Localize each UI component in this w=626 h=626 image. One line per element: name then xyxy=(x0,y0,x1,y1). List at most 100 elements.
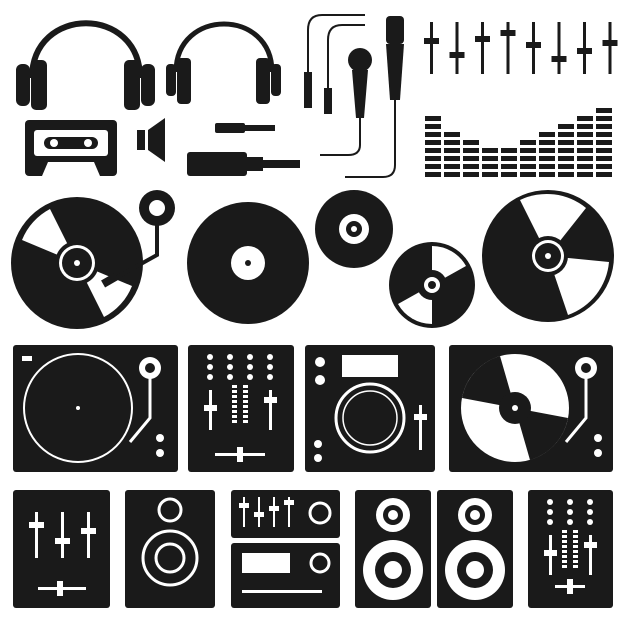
shape xyxy=(520,172,536,177)
shape xyxy=(425,164,441,169)
microphone-icon xyxy=(386,16,404,100)
shape xyxy=(547,519,553,525)
shape xyxy=(232,400,237,403)
shape xyxy=(425,140,441,145)
shape xyxy=(243,420,248,423)
shape xyxy=(444,148,460,153)
dj-mixer-icon xyxy=(188,345,294,472)
shape xyxy=(506,22,510,74)
shape xyxy=(264,397,277,403)
shape xyxy=(269,390,272,430)
shape xyxy=(584,542,597,548)
audio-cable-icon xyxy=(304,14,396,178)
cd-icon xyxy=(389,242,475,328)
equalizer-sliders-icon xyxy=(424,22,618,74)
shape xyxy=(562,560,567,563)
shape xyxy=(243,400,248,403)
shape xyxy=(207,354,213,360)
shape xyxy=(247,354,253,360)
shape xyxy=(444,140,460,145)
headphones-icon xyxy=(16,20,155,110)
shape xyxy=(501,172,517,177)
shape xyxy=(577,148,593,153)
shape xyxy=(573,540,578,543)
shape xyxy=(482,156,498,161)
shape xyxy=(577,164,593,169)
shape xyxy=(558,124,574,129)
shape xyxy=(577,124,593,129)
shape xyxy=(573,555,578,558)
shape xyxy=(243,415,248,418)
dj-controller-icon xyxy=(305,345,435,472)
shape xyxy=(232,405,237,408)
shape xyxy=(596,132,612,137)
shape xyxy=(425,116,441,121)
turntable-icon xyxy=(449,345,613,472)
shape xyxy=(500,30,516,36)
shape xyxy=(562,550,567,553)
shape xyxy=(558,148,574,153)
shape xyxy=(602,40,618,46)
shape xyxy=(562,555,567,558)
shape xyxy=(596,156,612,161)
shape xyxy=(596,116,612,121)
audio-jack-icon xyxy=(187,152,300,176)
turntable-vinyl-icon xyxy=(11,190,175,329)
shape xyxy=(567,579,573,594)
shape xyxy=(567,499,573,505)
shape xyxy=(562,565,567,568)
shape xyxy=(587,509,593,515)
shape xyxy=(520,148,536,153)
shape xyxy=(207,374,213,380)
shape xyxy=(539,132,555,137)
shape xyxy=(558,140,574,145)
shape xyxy=(463,156,479,161)
shape xyxy=(232,390,237,393)
shape xyxy=(425,172,441,177)
shape xyxy=(573,545,578,548)
shape xyxy=(243,390,248,393)
shape xyxy=(596,172,612,177)
speaker-icon xyxy=(137,118,165,162)
shape xyxy=(539,140,555,145)
shape xyxy=(501,164,517,169)
shape xyxy=(596,108,612,113)
shape xyxy=(577,48,592,54)
shape xyxy=(558,156,574,161)
shape xyxy=(539,156,555,161)
shape xyxy=(587,499,593,505)
shape xyxy=(243,395,248,398)
headphones-icon xyxy=(166,21,281,104)
shape xyxy=(204,405,217,411)
shape xyxy=(573,565,578,568)
shape xyxy=(539,172,555,177)
amplifier-icon xyxy=(231,490,340,608)
shape xyxy=(430,22,433,74)
shape xyxy=(232,420,237,423)
vinyl-record-icon xyxy=(482,190,614,322)
shape xyxy=(577,156,593,161)
shape xyxy=(481,22,484,74)
shape xyxy=(425,124,441,129)
shape xyxy=(573,560,578,563)
shape xyxy=(425,156,441,161)
shape xyxy=(562,545,567,548)
shape xyxy=(455,22,459,74)
shape xyxy=(520,156,536,161)
shape xyxy=(444,164,460,169)
speaker-pair-icon xyxy=(355,490,513,608)
microphone-icon xyxy=(348,48,372,118)
shape xyxy=(227,374,233,380)
shape xyxy=(227,364,233,370)
shape xyxy=(573,530,578,533)
shape xyxy=(539,164,555,169)
shape xyxy=(243,385,248,388)
shape xyxy=(463,140,479,145)
shape xyxy=(589,535,592,575)
shape xyxy=(562,540,567,543)
shape xyxy=(573,550,578,553)
shape xyxy=(567,519,573,525)
shape xyxy=(520,164,536,169)
shape xyxy=(520,140,536,145)
